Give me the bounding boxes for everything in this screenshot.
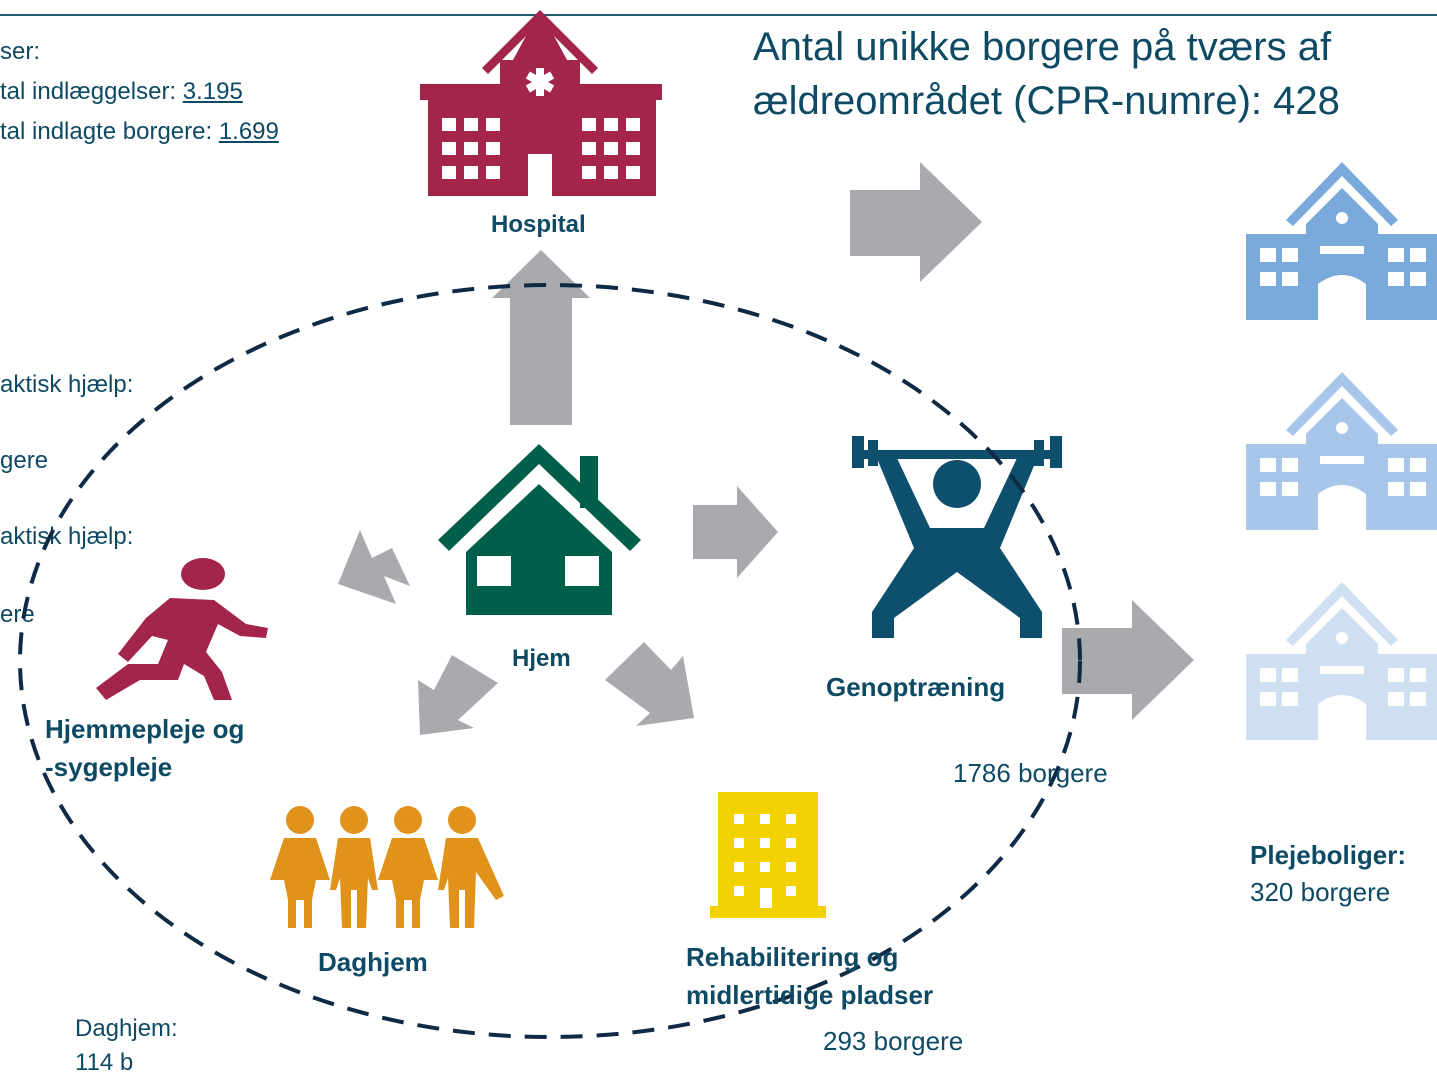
nursing-homes-label: Plejeboliger: bbox=[1250, 840, 1407, 870]
rehab-label-1: Rehabilitering og bbox=[686, 942, 899, 972]
hospital-label: Hospital bbox=[491, 211, 586, 238]
admitted-stat: tal indlagte borgere: 1.699 bbox=[0, 113, 279, 151]
admissions-value: 3.195 bbox=[182, 78, 243, 105]
walking-person-icon bbox=[96, 558, 268, 700]
training-count: 1786 borgere bbox=[953, 758, 1108, 788]
diagram-graphics bbox=[18, 10, 1437, 1039]
title-line-2: ældreområdet (CPR-numre): 428 bbox=[753, 79, 1340, 123]
arrow-home-to-hospital bbox=[492, 250, 590, 425]
admissions-label: tal indlæggelser: bbox=[0, 78, 183, 105]
home-care-stat-2: gere bbox=[0, 447, 49, 474]
admitted-value: 1.699 bbox=[218, 118, 279, 145]
arrow-home-to-rehab bbox=[605, 642, 694, 726]
day-center-label: Daghjem bbox=[318, 947, 428, 977]
arrow-home-to-day-center bbox=[418, 655, 498, 735]
top-rule bbox=[0, 14, 1437, 16]
people-icon bbox=[270, 806, 504, 928]
title-line-1: Antal unikke borgere på tværs af bbox=[753, 25, 1332, 69]
nursing-home-icon-2 bbox=[1246, 372, 1437, 530]
admissions-stat: tal indlæggelser: 3.195 bbox=[0, 73, 243, 111]
home-label: Hjem bbox=[512, 645, 571, 672]
arrow-home-to-training bbox=[693, 486, 778, 578]
admitted-label: tal indlagte borgere: bbox=[0, 118, 219, 145]
home-care-stat-1: aktisk hjælp: bbox=[0, 371, 134, 398]
home-care-stat-4: ere bbox=[0, 601, 35, 628]
hospital-stats-heading: ser: bbox=[0, 38, 41, 65]
home-care-label-1: Hjemmepleje og bbox=[45, 714, 245, 744]
home-care-label-2: -sygepleje bbox=[45, 752, 173, 782]
arrow-hospital-to-nursing bbox=[850, 162, 982, 282]
day-center-count-value: 114 b bbox=[75, 1049, 134, 1076]
dashed-boundary bbox=[18, 283, 1082, 1039]
weightlifter-icon bbox=[852, 436, 1062, 638]
nursing-homes-count: 320 borgere bbox=[1250, 877, 1391, 907]
arrow-training-to-nursing bbox=[1062, 600, 1194, 720]
home-care-stat-3: aktisk hjælp: bbox=[0, 523, 134, 550]
nursing-home-icon-1 bbox=[1246, 162, 1437, 320]
day-center-count-label: Daghjem: bbox=[75, 1015, 178, 1042]
rehab-count: 293 borgere bbox=[823, 1026, 964, 1056]
nursing-home-icon-3 bbox=[1246, 582, 1437, 740]
rehab-label-2: midlertidige pladser bbox=[686, 980, 934, 1010]
arrow-home-to-home-care bbox=[338, 530, 410, 604]
training-label: Genoptræning bbox=[826, 672, 1006, 702]
